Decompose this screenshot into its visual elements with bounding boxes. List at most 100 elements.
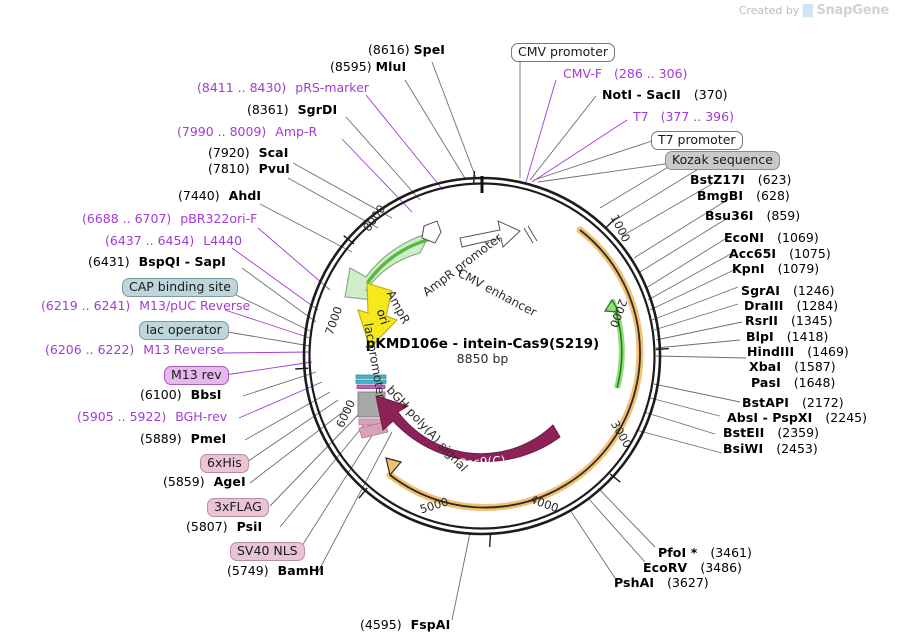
label-bsteii: BstEII (2359)	[723, 426, 819, 440]
label-acc65i: Acc65I (1075)	[729, 246, 831, 261]
cas9c-cds-arrow: Cas9(C)	[375, 395, 561, 471]
label-bstz17i: BstZ17I (623)	[690, 172, 791, 187]
ruler-ticks	[295, 170, 669, 547]
label-spei: (8616) SpeI	[368, 42, 446, 57]
label-bspqi-sapi-name: BspQI - SapI	[138, 254, 226, 269]
label-noti-sacii-name: NotI - SacII	[602, 87, 681, 102]
label-agei-pos: (5859)	[163, 474, 205, 489]
label-sgrdi-pos: (8361)	[247, 102, 289, 117]
snapgene-watermark: Created by ▇ SnapGene	[739, 3, 889, 18]
label-pvui: (7810) PvuI	[208, 161, 290, 176]
label-bamhi-pos: (5749)	[227, 563, 269, 578]
label-amp-r: (7990 .. 8009) Amp-R	[177, 124, 318, 139]
label-m13-reverse-pos: (6206 .. 6222)	[45, 342, 135, 357]
label-absi-pspxi-name: AbsI - PspXI	[727, 410, 813, 425]
label-absi-pspxi: AbsI - PspXI (2245)	[727, 410, 867, 425]
label-bmgbi-name: BmgBI	[697, 188, 744, 203]
label-pasi-pos: (1648)	[793, 375, 836, 390]
label-cmv-promoter: CMV promoter	[511, 43, 616, 62]
label-cmv-f: CMV-F (286 .. 306)	[563, 66, 688, 81]
ampr-cds-arrow	[344, 220, 442, 301]
plasmid-size: 8850 bp	[456, 351, 509, 366]
label-agei-name: AgeI	[213, 474, 246, 489]
label-pbr322ori-f-name: pBR322ori-F	[180, 211, 258, 226]
label-ecorv-name: EcoRV	[643, 560, 688, 575]
label-spei-name: SpeI	[413, 42, 446, 57]
label-spei-pos: (8616)	[368, 42, 410, 57]
label-bstapi-name: BstAPI	[742, 395, 790, 410]
label-blpi-pos: (1418)	[786, 329, 829, 344]
label-econi: EcoNI (1069)	[724, 230, 819, 245]
label-psii-name: PsiI	[236, 519, 263, 534]
label-bgh-rev: (5905 .. 5922) BGH-rev	[77, 409, 228, 424]
label-mlui-pos: (8595)	[330, 59, 372, 74]
label-draiii: DraIII (1284)	[744, 298, 838, 313]
label-rsrii: RsrII (1345)	[745, 313, 833, 328]
label-scai-name: ScaI	[258, 145, 289, 160]
label-mlui: (8595) MluI	[330, 59, 407, 74]
label-l4440-name: L4440	[203, 233, 243, 248]
label-pasi: PasI (1648)	[751, 375, 836, 390]
label-prs-marker: (8411 .. 8430) pRS-marker	[197, 81, 369, 95]
label-draiii-name: DraIII	[744, 298, 784, 313]
label-absi-pspxi-pos: (2245)	[825, 410, 867, 425]
label-amp-r-name: Amp-R	[275, 124, 318, 139]
label-econi-pos: (1069)	[777, 230, 819, 245]
label-bbsi-pos: (6100)	[140, 387, 182, 402]
svg-text:ori: ori	[374, 307, 392, 326]
label-sv40-nls: SV40 NLS	[230, 542, 305, 561]
label-t7-primer-pos: (377 .. 396)	[660, 109, 734, 124]
label-l4440-pos: (6437 .. 6454)	[105, 233, 195, 248]
label-rsrii-name: RsrII	[745, 313, 779, 328]
label-bsu36i: Bsu36I (859)	[705, 208, 801, 223]
label-ahdi: (7440) AhdI	[178, 189, 261, 203]
label-pvui-name: PvuI	[258, 161, 290, 176]
label-bgh-rev-name: BGH-rev	[175, 409, 228, 424]
orange-transcript-arc	[385, 226, 644, 512]
label-ecorv: EcoRV (3486)	[643, 560, 742, 575]
label-bbsi-name: BbsI	[190, 387, 222, 402]
snapgene-drop-icon: ▇	[802, 3, 813, 18]
label-psii-pos: (5807)	[186, 519, 228, 534]
label-mlui-name: MluI	[375, 59, 407, 74]
leader-lines	[221, 61, 747, 621]
label-bstz17i-name: BstZ17I	[690, 172, 745, 187]
label-t7-primer-name: T7	[633, 109, 649, 124]
label-bamhi: (5749) BamHI	[227, 563, 325, 578]
label-cap-binding-site: CAP binding site	[122, 278, 238, 297]
label-cmv-f-pos: (286 .. 306)	[614, 66, 688, 81]
label-bamhi-name: BamHI	[277, 563, 325, 578]
label-bmgbi-pos: (628)	[756, 188, 790, 203]
label-bspqi-sapi-pos: (6431)	[88, 254, 130, 269]
label-bspqi-sapi: (6431) BspQI - SapI	[88, 254, 226, 269]
label-hindiii: HindIII (1469)	[747, 344, 849, 359]
label-pshai-name: PshAI	[614, 575, 655, 590]
label-lac-operator: lac operator	[139, 321, 229, 340]
label-bstapi: BstAPI (2172)	[742, 395, 844, 410]
label-bgh-rev-pos: (5905 .. 5922)	[77, 409, 167, 424]
label-cmv-f-name: CMV-F	[563, 66, 603, 81]
label-scai-pos: (7920)	[208, 145, 250, 160]
label-6xhis: 6xHis	[200, 454, 249, 473]
label-bsiwi: BsiWI (2453)	[723, 442, 818, 456]
label-bsu36i-pos: (859)	[766, 208, 801, 223]
label-sgrai: SgrAI (1246)	[741, 284, 835, 298]
label-noti-sacii-pos: (370)	[693, 87, 728, 102]
label-bmgbi: BmgBI (628)	[697, 188, 790, 203]
label-bbsi: (6100) BbsI	[140, 387, 222, 402]
label-pshai: PshAI (3627)	[614, 575, 709, 590]
label-pmei: (5889) PmeI	[140, 432, 226, 446]
label-m13-reverse: (6206 .. 6222) M13 Reverse	[45, 342, 225, 357]
label-econi-name: EcoNI	[724, 230, 765, 245]
label-l4440: (6437 .. 6454) L4440	[105, 233, 243, 248]
label-acc65i-name: Acc65I	[729, 246, 777, 261]
label-pvui-pos: (7810)	[208, 161, 250, 176]
label-xbai-pos: (1587)	[794, 359, 836, 374]
label-t7-primer: T7 (377 .. 396)	[633, 109, 734, 124]
label-hindiii-name: HindIII	[747, 344, 795, 359]
label-blpi-name: BlpI	[746, 329, 774, 344]
label-fspai: (4595) FspAI	[360, 618, 450, 632]
label-scai: (7920) ScaI	[208, 145, 289, 160]
label-m13-reverse-name: M13 Reverse	[143, 342, 225, 357]
